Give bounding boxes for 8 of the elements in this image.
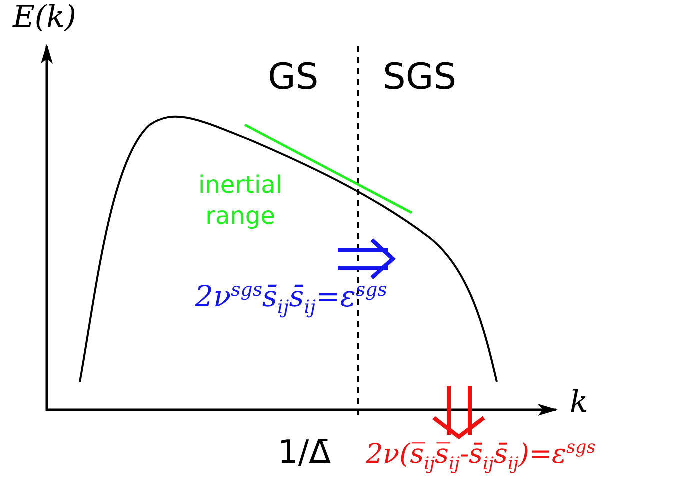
cutoff-label: 1/Δ̄ [278, 436, 332, 468]
formula: 2ν$^{sgs}$s̄$_{ij}$s̄$_{ij}$=ε$^{sgs}$ [195, 282, 388, 318]
region-label: SGS [383, 60, 457, 96]
formula: 2ν(s̅$_{ij}$s̅$_{ij}$-s̄$_{ij}$s̄$_{ij}$)=ε$^{sgs}$ [366, 440, 596, 474]
axis-label: k [570, 388, 588, 418]
region-label: GS [268, 60, 319, 96]
range-label: inertial range [198, 170, 284, 232]
axis-label: E(k) [13, 3, 76, 33]
